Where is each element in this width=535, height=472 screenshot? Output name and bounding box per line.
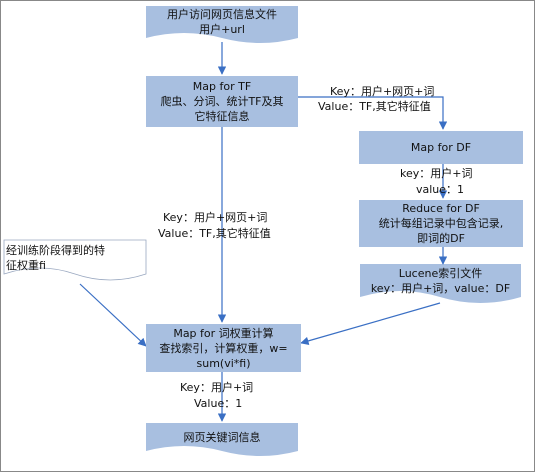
weight-to-output-key-label: Key：用户+词 [180, 381, 254, 394]
tf-to-weight-key-label: Key：用户+网页+词 [163, 211, 268, 224]
output-doc-line1: 网页关键词信息 [183, 430, 261, 444]
map-weight-line3: sum(vi*fi) [196, 356, 251, 370]
arrow-lucene-to-weight [300, 302, 441, 345]
output-doc-node: 网页关键词信息 [146, 423, 298, 451]
map-weight-node: Map for 词权重计算 查找索引，计算权重，w= sum(vi*fi) [146, 324, 301, 372]
map-df-title: Map for DF [410, 141, 472, 154]
map-tf-title: Map for TF [192, 80, 252, 93]
tf-to-df-value-label: Value：TF,其它特征值 [318, 100, 431, 113]
train-weight-shape [3, 239, 147, 281]
input-doc-line2: 用户+url [199, 23, 245, 36]
map-df-node: Map for DF [359, 131, 523, 164]
arrow-tf-to-df [298, 96, 448, 130]
map-weight-title: Map for 词权重计算 [173, 326, 274, 340]
lucene-doc-line1: Lucene索引文件 [398, 267, 483, 280]
map-weight-line2: 查找索引，计算权重，w= [159, 341, 288, 355]
df-to-reduce-value-label: value：1 [416, 183, 465, 196]
train-weight-line2: 征权重fi [6, 259, 46, 272]
input-doc-shape [146, 6, 298, 43]
reduce-df-node: Reduce for DF 统计每组记录中包含记录, 即词的DF [359, 200, 523, 247]
map-tf-line3: 它特征信息 [194, 110, 250, 123]
tf-to-weight-value-label: Value：TF,其它特征值 [158, 227, 271, 240]
train-weight-node: 经训练阶段得到的特 征权重fi [6, 242, 144, 274]
train-weight-line1: 经训练阶段得到的特 [6, 244, 105, 257]
input-doc-node: 用户访问网页信息文件 用户+url [146, 6, 298, 38]
output-doc-shape [146, 423, 298, 456]
reduce-df-title: Reduce for DF [402, 202, 480, 215]
input-doc-line1: 用户访问网页信息文件 [167, 8, 277, 21]
lucene-doc-shape [360, 264, 521, 303]
lucene-doc-line2: key：用户+词，value：DF [370, 282, 511, 295]
df-to-reduce-key-label: key：用户+词 [400, 167, 473, 180]
map-tf-line2: 爬虫、分词、统计TF及其 [160, 95, 284, 108]
reduce-df-line3: 即词的DF [417, 232, 465, 245]
lucene-doc-node: Lucene索引文件 key：用户+词，value：DF [360, 265, 521, 297]
map-tf-node: Map for TF 爬虫、分词、统计TF及其 它特征信息 [146, 76, 298, 127]
reduce-df-line2: 统计每组记录中包含记录, [378, 217, 504, 230]
weight-to-output-value-label: Value：1 [194, 397, 243, 410]
tf-to-df-key-label: Key：用户+网页+词 [330, 85, 435, 98]
arrow-train-to-weight [79, 283, 147, 347]
